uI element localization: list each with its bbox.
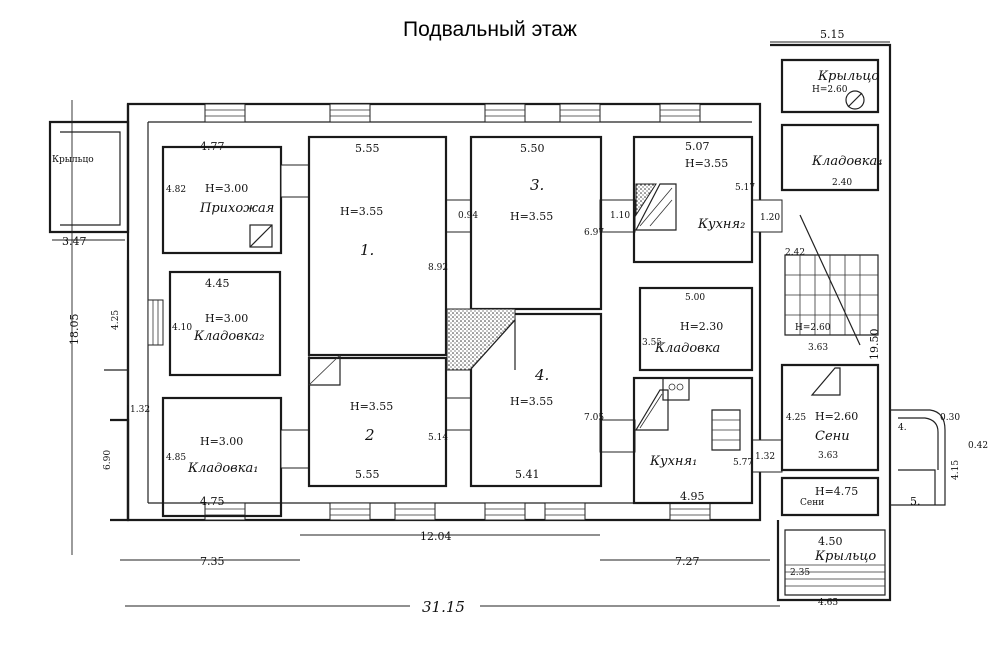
dim-kladovka3-w: 5.00 bbox=[685, 293, 705, 303]
dim-overall-width: 31.15 bbox=[422, 598, 465, 616]
dim-prihozhaya-h: 4.82 bbox=[166, 185, 186, 195]
label-kladovka3: Кладовка bbox=[654, 341, 720, 356]
wall-openings bbox=[147, 164, 783, 473]
dim-stair-242: 2.42 bbox=[785, 248, 805, 258]
dim-inner-width: 12.04 bbox=[420, 530, 452, 543]
room-4 bbox=[446, 308, 603, 488]
mark-room4: H=3.55 bbox=[510, 395, 553, 408]
dim-prihozhaya-w: 4.77 bbox=[200, 140, 225, 153]
dim-kryltso-bottom-w: 4.50 bbox=[818, 535, 843, 548]
dim-kladovka1-w: 4.75 bbox=[200, 495, 225, 508]
dim-bottom-727: 7.27 bbox=[675, 555, 700, 568]
dim-side-042: 0.42 bbox=[968, 441, 988, 451]
dim-kuhnya2-h: 5.17 bbox=[735, 183, 755, 193]
mark-kryltso-top: H=2.60 bbox=[812, 85, 848, 95]
right-wing bbox=[770, 43, 946, 602]
mark-kladovka2: H=3.00 bbox=[205, 312, 248, 325]
dim-room1-h: 8.92 bbox=[428, 263, 448, 273]
label-senni: Сени bbox=[815, 429, 850, 444]
porch-bottom bbox=[784, 529, 886, 596]
dim-kryltso-bottom-h: 4.65 bbox=[818, 598, 838, 608]
windows-top bbox=[204, 103, 701, 123]
label-kuhnya1: Кухня₁ bbox=[649, 454, 697, 469]
dim-kryltso-top-w: 5.15 bbox=[820, 28, 845, 41]
dim-kladovka2-h: 4.10 bbox=[172, 323, 192, 333]
room-3 bbox=[469, 135, 603, 311]
mark-senni: H=2.60 bbox=[815, 410, 858, 423]
mark-prihozhaya: H=3.00 bbox=[205, 182, 248, 195]
dimension-lines bbox=[52, 41, 891, 607]
dim-kladovka4-w: 2.40 bbox=[832, 178, 852, 188]
dim-room4-h: 7.05 bbox=[584, 413, 604, 423]
dim-side-415: 4.15 bbox=[951, 460, 961, 480]
dim-room2-h: 5.14 bbox=[428, 433, 448, 443]
room-kuhnya2 bbox=[632, 135, 754, 264]
dim-kladovka2-w: 4.45 bbox=[205, 277, 230, 290]
page-title: Подвальный этаж bbox=[403, 18, 577, 41]
room-prihozhaya bbox=[161, 145, 283, 255]
porch-side bbox=[890, 409, 946, 506]
dim-left-height: 18.05 bbox=[68, 314, 81, 346]
dim-room2-w: 5.55 bbox=[355, 468, 380, 481]
label-room2: 2 bbox=[364, 426, 375, 444]
room-labels: Прихожая H=3.00 4.77 4.82 Кладовка₂ H=3.… bbox=[52, 28, 921, 608]
dim-mid-110: 1.10 bbox=[610, 211, 630, 221]
dim-right-height: 19.50 bbox=[868, 329, 881, 361]
label-zone4: 4. bbox=[898, 423, 907, 433]
dim-h260: H=2.60 bbox=[795, 323, 831, 333]
dim-363: 3.63 bbox=[808, 343, 828, 353]
label-room3: 3. bbox=[530, 176, 544, 194]
room-kuhnya1 bbox=[632, 376, 754, 505]
dim-kladovka3-h: 3.55 bbox=[642, 338, 662, 348]
dim-senni-w: 3.63 bbox=[818, 451, 838, 461]
dim-top-left: 3.47 bbox=[62, 235, 87, 248]
mark-senni2: H=4.75 bbox=[815, 485, 858, 498]
dim-bottom-735: 7.35 bbox=[200, 555, 225, 568]
room-kladovka2 bbox=[168, 270, 282, 377]
label-kladovka1: Кладовка₁ bbox=[187, 461, 258, 476]
label-senni2: Сени bbox=[800, 498, 824, 508]
dim-room3-w: 5.50 bbox=[520, 142, 545, 155]
room-2 bbox=[307, 354, 448, 488]
dim-030: 0.30 bbox=[940, 413, 960, 423]
mark-room2: H=3.55 bbox=[350, 400, 393, 413]
dim-mid-120: 1.20 bbox=[760, 213, 780, 223]
mark-kladovka3: H=2.30 bbox=[680, 320, 723, 333]
label-prihozhaya: Прихожая bbox=[199, 201, 274, 216]
dim-235: 2.35 bbox=[790, 568, 810, 578]
label-small5: 5. bbox=[910, 495, 921, 508]
mark-kuhnya2: H=3.55 bbox=[685, 157, 728, 170]
label-kryltso-bottom: Крыльцо bbox=[814, 549, 876, 564]
room-1 bbox=[307, 135, 448, 357]
label-room1: 1. bbox=[360, 241, 374, 259]
dim-room1-w: 5.55 bbox=[355, 142, 380, 155]
mark-room1: H=3.55 bbox=[340, 205, 383, 218]
label-kladovka4: Кладовка₄ bbox=[811, 154, 882, 169]
dim-kuhnya2-w: 5.07 bbox=[685, 140, 710, 153]
label-kladovka2: Кладовка₂ bbox=[193, 329, 264, 344]
stairs bbox=[784, 214, 879, 346]
dim-senni-h: 4.25 bbox=[786, 413, 806, 423]
dim-left-690: 6.90 bbox=[103, 450, 113, 470]
label-kryltso-top: Крыльцо bbox=[817, 69, 879, 84]
dim-mid-132: 1.32 bbox=[755, 452, 775, 462]
dim-kuhnya1-w: 4.95 bbox=[680, 490, 705, 503]
dim-mid-094: 0.94 bbox=[458, 211, 478, 221]
label-room4: 4. bbox=[534, 366, 549, 384]
label-kuhnya2: Кухня₂ bbox=[697, 217, 745, 232]
label-kryltso-left: Крыльцо bbox=[52, 155, 94, 165]
dim-left-425: 4.25 bbox=[111, 310, 121, 330]
dim-kladovka1-h: 4.85 bbox=[166, 453, 186, 463]
room-kladovka3 bbox=[638, 286, 754, 372]
dim-left-small: 1.32 bbox=[130, 405, 150, 415]
dim-kuhnya1-h: 5.77 bbox=[733, 458, 753, 468]
mark-kladovka1: H=3.00 bbox=[200, 435, 243, 448]
dimension-texts: 31.15 12.04 7.35 7.27 3.47 1.32 0.94 1.1… bbox=[62, 211, 988, 616]
mark-room3: H=3.55 bbox=[510, 210, 553, 223]
dim-room4-w: 5.41 bbox=[515, 468, 540, 481]
dim-room3-h: 6.97 bbox=[584, 228, 604, 238]
